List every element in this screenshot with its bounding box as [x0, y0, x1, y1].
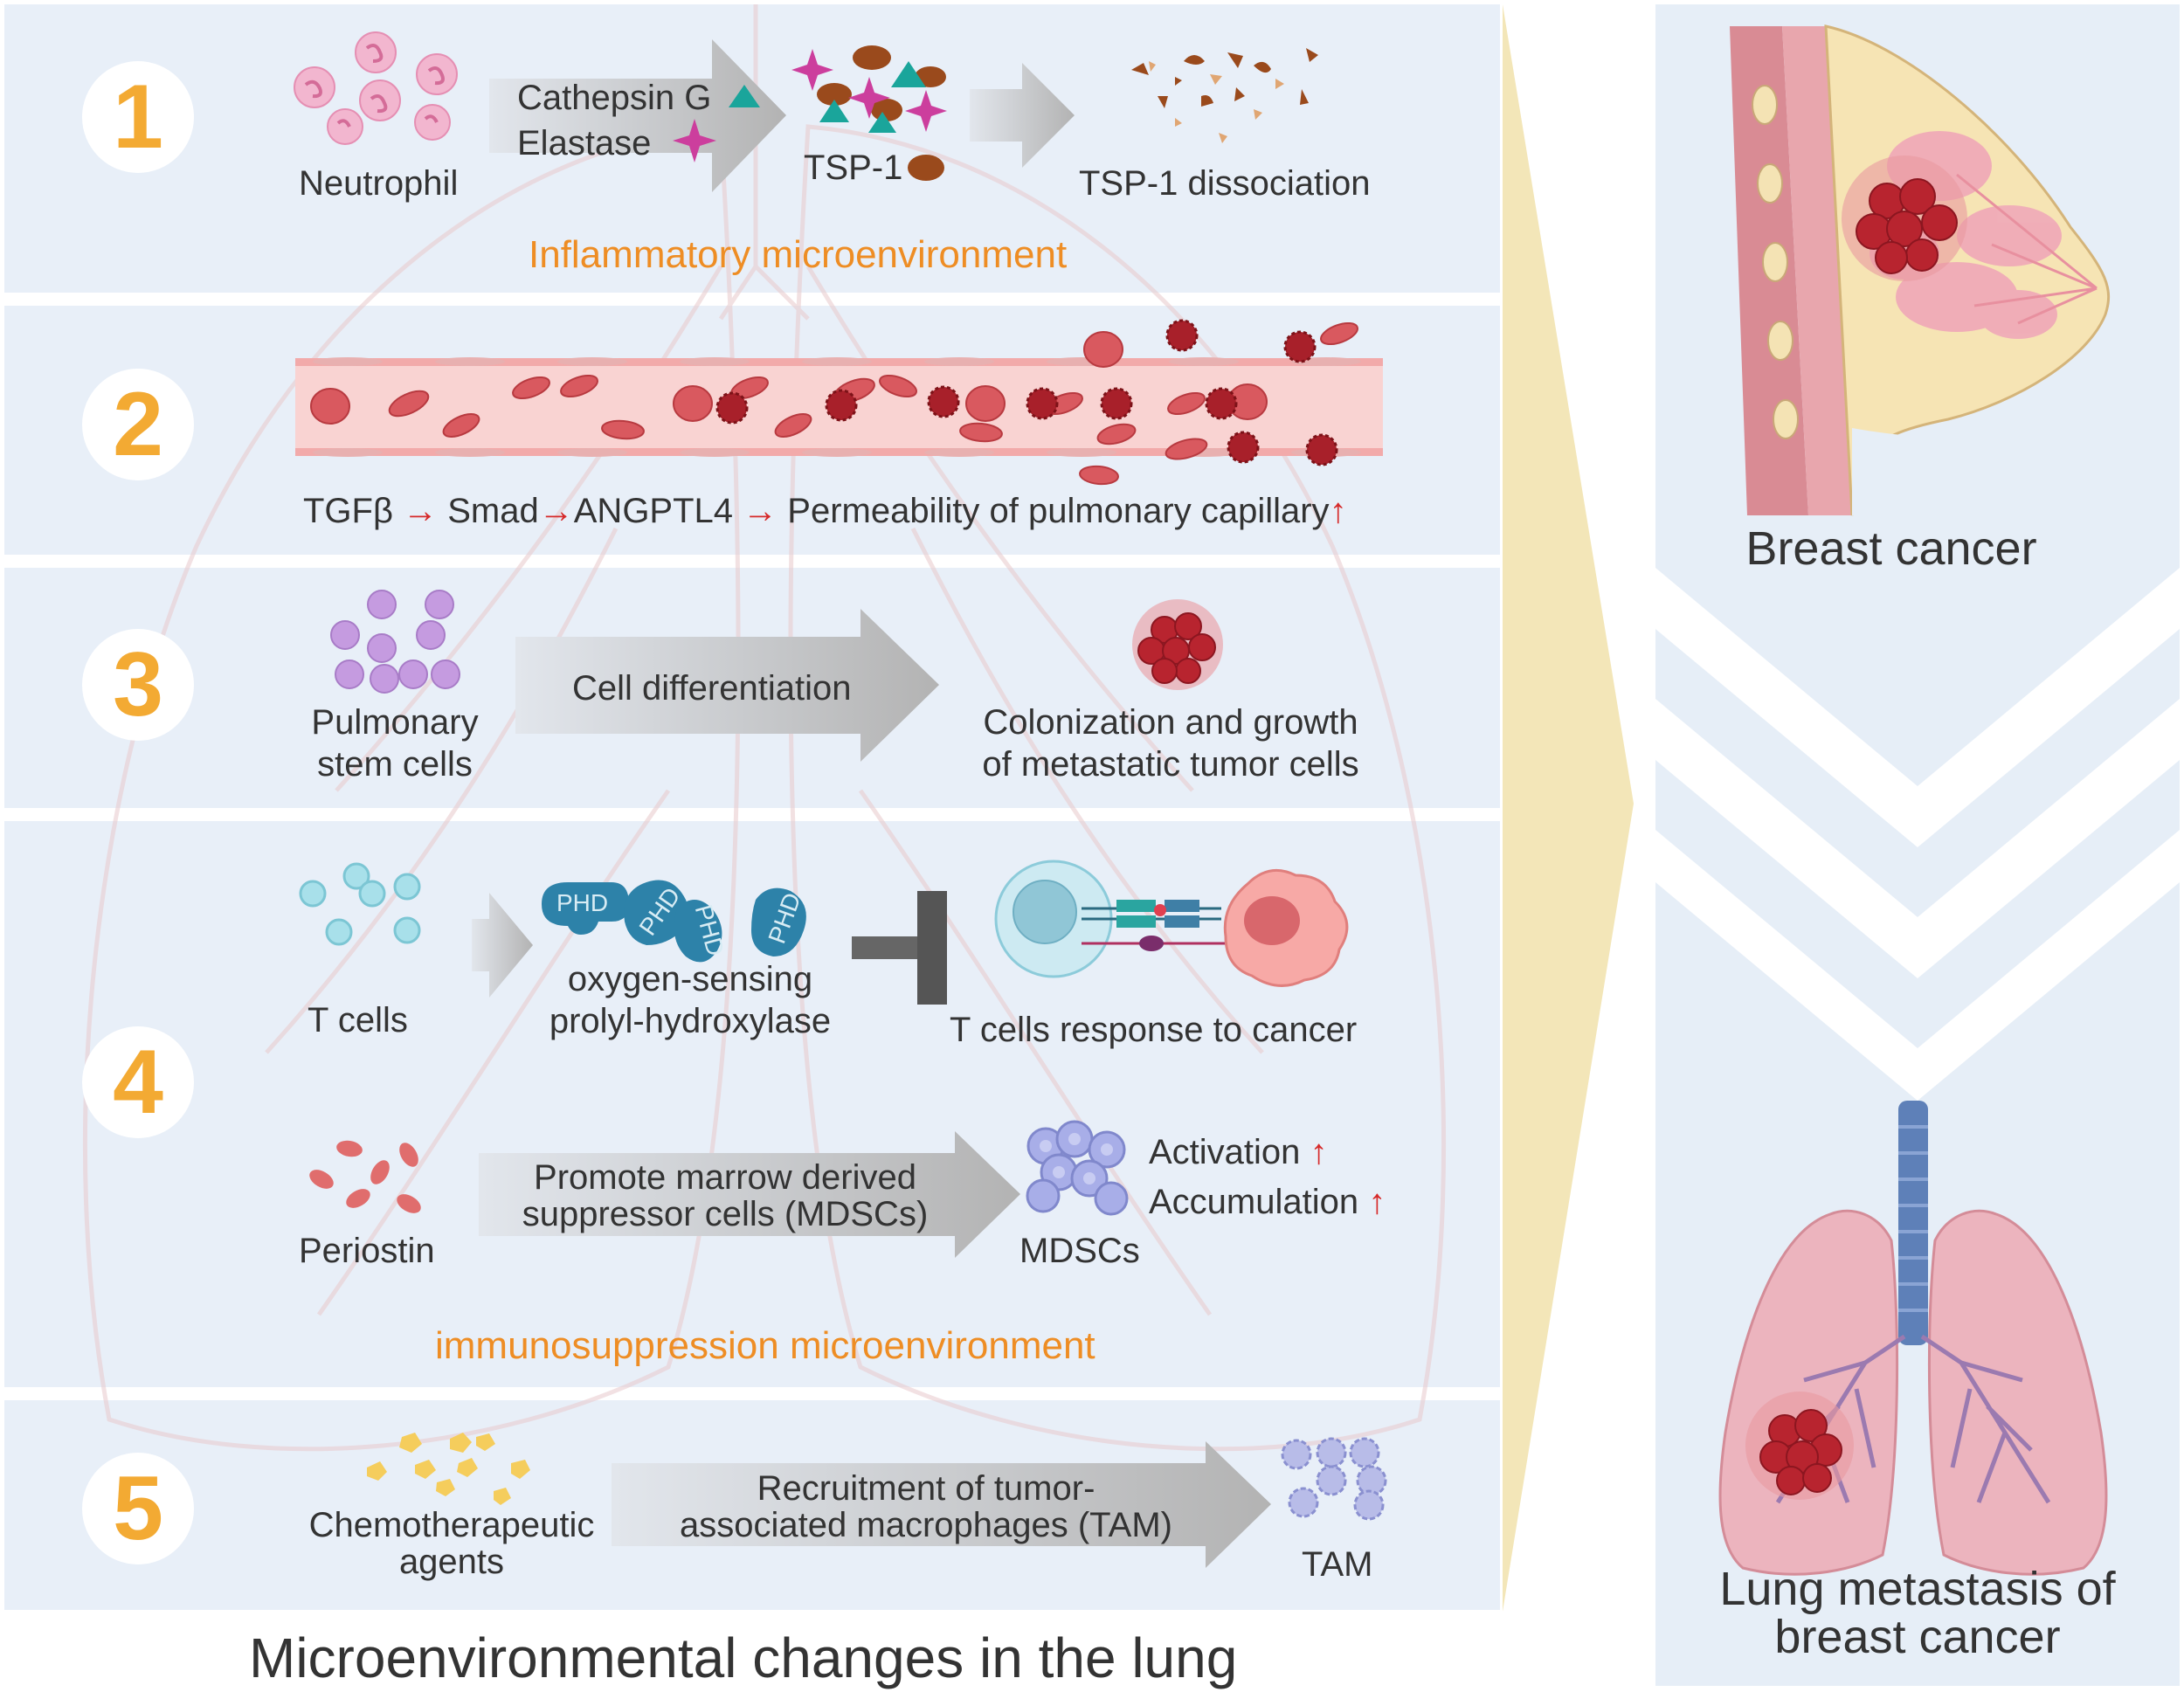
t-cells-label: T cells — [308, 1001, 408, 1039]
tsp1-complex — [791, 45, 947, 133]
oxygen-sensing-label: oxygen-sensing — [567, 960, 813, 998]
accumulation-label: Accumulation ↑ — [1149, 1181, 1386, 1223]
chevron-arrows — [1655, 568, 2180, 1101]
stem-cells-label: stem cells — [317, 745, 473, 784]
periostin-icon — [309, 1140, 421, 1213]
chemotherapeutic-agents-label: Chemotherapeutic agents — [299, 1507, 605, 1580]
tam-cluster — [1281, 1437, 1387, 1521]
permeability-label: Permeability of pulmonary capillary — [787, 492, 1330, 530]
step-number-1: 1 — [82, 61, 194, 173]
colonization-line1: Colonization and growth — [983, 703, 1358, 742]
connector-wedge — [1503, 4, 1634, 1612]
pulmonary-stem-cells — [330, 590, 460, 694]
tam-label: TAM — [1302, 1545, 1373, 1584]
t-cell-tumor-interaction — [994, 860, 1349, 987]
red-arrow-icon: → — [403, 492, 439, 530]
mdscs-label: MDSCs — [1019, 1232, 1140, 1270]
phd-label-1: PHD — [556, 889, 608, 916]
lung-watermark — [82, 4, 1447, 1452]
angptl4-label: ANGPTL4 — [573, 492, 734, 530]
lung-metastasis-label: Lung metastasis of breast cancer — [1655, 1563, 2180, 1664]
smad-label: Smad — [447, 492, 539, 530]
chemotherapeutic-line2: agents — [398, 1543, 505, 1581]
promote-line2: suppressor cells (MDSCs) — [522, 1195, 929, 1233]
step-number-5: 5 — [82, 1453, 194, 1564]
triangle-cathepsin-icon — [729, 85, 760, 107]
accumulation-text: Accumulation — [1149, 1183, 1359, 1221]
t-cells-cluster — [299, 862, 421, 946]
arrow-tam — [612, 1441, 1271, 1568]
red-arrow-icon: → — [743, 492, 778, 530]
star-elastase-icon — [673, 119, 716, 162]
arrow-dissociation — [970, 63, 1075, 168]
immunosuppression-microenvironment-label: immunosuppression microenvironment — [435, 1324, 1095, 1367]
figure-caption: Microenvironmental changes in the lung — [249, 1626, 1238, 1689]
activation-label: Activation ↑ — [1149, 1131, 1328, 1173]
lung-metastasis-line2: breast cancer — [1774, 1611, 2061, 1664]
prolyl-hydroxylase-label: oxygen-sensing prolyl-hydroxylase — [515, 958, 865, 1042]
t-cells-response-label: T cells response to cancer — [950, 1011, 1358, 1049]
up-arrow-icon: ↑ — [1329, 492, 1347, 530]
step-number-4: 4 — [82, 1026, 194, 1138]
chemotherapeutic-agents-icon — [367, 1433, 530, 1505]
red-arrow-icon: → — [538, 492, 574, 530]
promote-mdscs-label: Promote marrow derived suppressor cells … — [489, 1159, 961, 1233]
step-number-3: 3 — [82, 629, 194, 741]
prolyl-hydroxylase-line: prolyl-hydroxylase — [549, 1002, 832, 1040]
breast-anatomy-illustration — [1730, 24, 2123, 516]
cathepsin-g-label: Cathepsin G — [517, 79, 712, 117]
arrow-enzymes — [489, 39, 786, 192]
step-number-2: 2 — [82, 369, 194, 480]
neutrophil-label: Neutrophil — [299, 164, 459, 203]
promote-line1: Promote marrow derived — [534, 1158, 916, 1197]
colonization-label: Colonization and growth of metastatic tu… — [961, 701, 1380, 785]
tsp1-fragments — [1131, 48, 1318, 143]
arrow-mdscs — [479, 1131, 1020, 1258]
arrow-phd — [472, 893, 533, 998]
recruitment-line1: Recruitment of tumor- — [757, 1469, 1095, 1508]
breast-cancer-label: Breast cancer — [1745, 522, 2037, 575]
activation-text: Activation — [1149, 1133, 1301, 1171]
tgfb-label: TGFβ — [303, 492, 393, 530]
tsp1-dissociation-label: TSP-1 dissociation — [1079, 164, 1371, 203]
lung-metastasis-illustration — [1718, 1101, 2108, 1576]
mdscs-cluster — [1026, 1120, 1129, 1216]
neutrophil-cluster — [294, 31, 458, 145]
cell-differentiation-label: Cell differentiation — [572, 669, 852, 708]
chemotherapeutic-line1: Chemotherapeutic — [308, 1506, 595, 1544]
lung-metastasis-line1: Lung metastasis of — [1719, 1563, 2116, 1615]
periostin-label: Periostin — [299, 1232, 435, 1270]
phd-enzymes: PHD PHD PHD PHD — [542, 880, 806, 963]
tsp1-oval-icon — [908, 155, 944, 181]
elastase-label: Elastase — [517, 124, 652, 162]
inflammatory-microenvironment-label: Inflammatory microenvironment — [529, 233, 1068, 276]
pulmonary-label: Pulmonary — [311, 703, 479, 742]
recruitment-tam-label: Recruitment of tumor- associated macroph… — [646, 1470, 1206, 1544]
up-arrow-icon: ↑ — [1300, 1133, 1328, 1171]
arrow-differentiation — [515, 609, 939, 762]
tsp1-label: TSP-1 — [804, 148, 903, 187]
recruitment-line2: associated macrophages (TAM) — [680, 1506, 1172, 1544]
inhibition-bar-icon — [852, 891, 947, 1005]
metastatic-tumor-icon — [1132, 599, 1223, 690]
colonization-line2: of metastatic tumor cells — [982, 745, 1359, 784]
tgf-pathway-text: TGFβ → Smad→ANGPTL4 → Permeability of pu… — [303, 490, 1347, 532]
up-arrow-icon: ↑ — [1358, 1183, 1386, 1221]
pulmonary-capillary-vessel — [295, 319, 1383, 486]
pulmonary-stem-cells-label: Pulmonary stem cells — [308, 701, 482, 785]
